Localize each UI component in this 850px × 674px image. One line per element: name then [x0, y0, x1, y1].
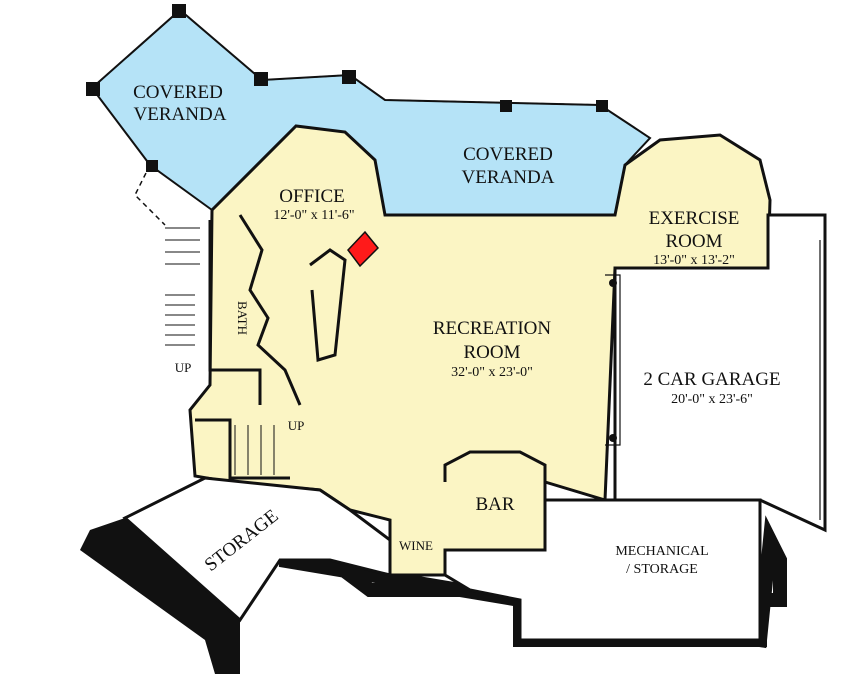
bar-counter	[443, 450, 547, 482]
stairs-up-label: UP	[288, 418, 305, 433]
foundation-wall	[80, 518, 240, 674]
garage-dims: 20'-0" x 23'-6"	[671, 392, 753, 407]
mechanical-label: / STORAGE	[626, 562, 698, 577]
exercise-dims: 13'-0" x 13'-2"	[653, 253, 735, 268]
veranda-edge	[134, 164, 166, 226]
recreation-label: ROOM	[463, 342, 520, 363]
garage-label: 2 CAR GARAGE	[643, 369, 780, 390]
veranda-posts	[86, 4, 608, 172]
veranda-main-label: COVERED	[463, 144, 553, 165]
recreation-dims: 32'-0" x 23'-0"	[451, 365, 533, 380]
stairs	[165, 227, 275, 475]
closet-wall	[309, 248, 347, 362]
fireplace	[347, 230, 380, 268]
exercise-label: ROOM	[665, 231, 722, 252]
mechanical-floor	[443, 498, 762, 642]
wine-label: WINE	[399, 538, 433, 553]
mechanical-label: MECHANICAL	[615, 544, 708, 559]
storage-floor	[122, 476, 392, 623]
bath-label: BATH	[235, 301, 250, 335]
stair-wall	[195, 418, 290, 480]
veranda-left-label: VERANDA	[134, 104, 227, 125]
recreation-label: RECREATION	[433, 318, 552, 339]
stairs-up-label: UP	[175, 360, 192, 375]
rec-room-beam	[605, 274, 621, 446]
column	[609, 279, 617, 287]
veranda-main-label: VERANDA	[462, 167, 555, 188]
exercise-label: EXERCISE	[649, 208, 740, 229]
office-wall	[238, 214, 302, 406]
veranda-left-label: COVERED	[133, 82, 223, 103]
office-label: OFFICE	[279, 186, 344, 207]
bath-wall	[208, 220, 262, 405]
office-dims: 12'-0" x 11'-6"	[273, 208, 354, 223]
column	[609, 434, 617, 442]
bar-label: BAR	[475, 494, 514, 515]
